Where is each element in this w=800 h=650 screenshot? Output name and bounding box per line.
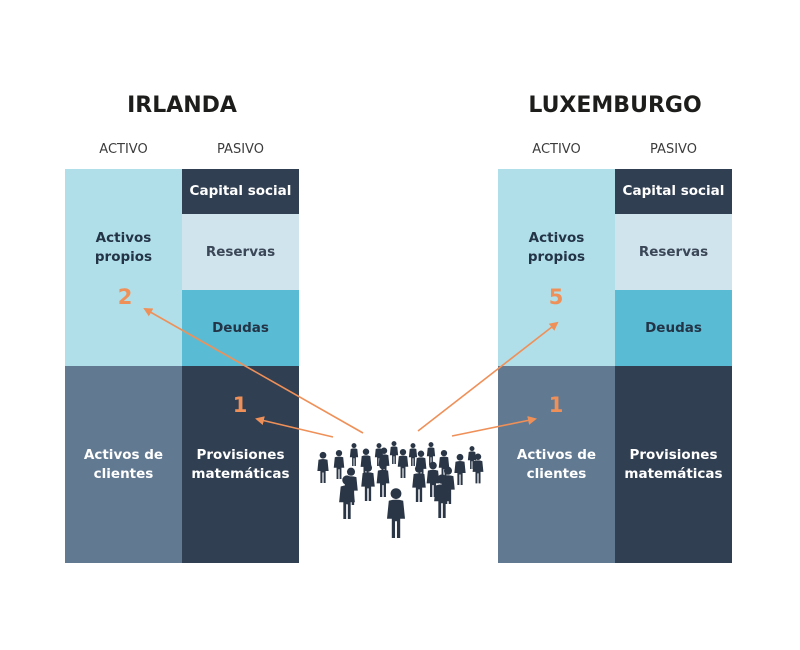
activo-label-luxemburgo: ACTIVO [532,142,581,157]
activos-propios-irlanda: Activos propios [65,169,182,366]
arrow-icon [451,415,537,437]
number-clientes-luxemburgo: 1 [548,393,564,417]
reservas-irlanda: Reservas [182,214,299,290]
activos-propios-luxemburgo: Activos propios [498,169,615,366]
activos-propios-label: Activos propios [527,230,586,265]
number-propios-irlanda: 2 [117,285,133,309]
provisiones-luxemburgo: Provisiones matemáticas [615,366,732,563]
pasivo-label-luxemburgo: PASIVO [650,142,697,157]
capital-social-irlanda: Capital social [182,169,299,214]
arrow-icon [143,308,364,434]
capital-social-luxemburgo: Capital social [615,169,732,214]
arrow-icon [255,416,334,438]
deudas-luxemburgo: Deudas [615,290,732,366]
activos-clientes-luxemburgo: Activos de clientes [498,366,615,563]
title-luxemburgo: LUXEMBURGO [528,93,702,118]
title-irlanda: IRLANDA [127,93,237,118]
number-propios-luxemburgo: 5 [548,285,564,309]
reservas-luxemburgo: Reservas [615,214,732,290]
people-crowd-icon [317,441,484,538]
activos-clientes-irlanda: Activos de clientes [65,366,182,563]
number-provisiones-irlanda: 1 [232,393,248,417]
activos-propios-label: Activos propios [94,230,153,265]
activo-label-irlanda: ACTIVO [99,142,148,157]
provisiones-label: Provisiones matemáticas [191,446,290,482]
activos-clientes-label: Activos de clientes [83,446,164,482]
provisiones-label: Provisiones matemáticas [624,446,723,482]
deudas-irlanda: Deudas [182,290,299,366]
activos-clientes-label: Activos de clientes [516,446,597,482]
pasivo-label-irlanda: PASIVO [217,142,264,157]
provisiones-irlanda: Provisiones matemáticas [182,366,299,563]
arrow-icon [417,321,559,432]
